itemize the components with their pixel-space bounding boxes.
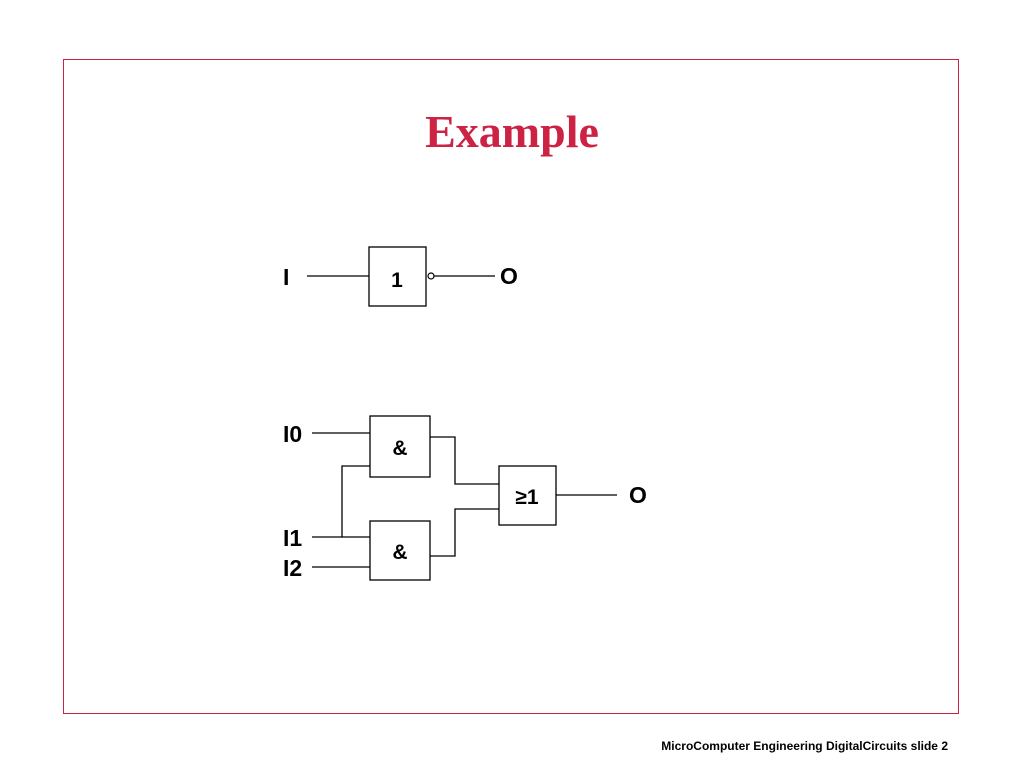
input-label-i1: I1 — [283, 525, 302, 551]
and-or-diagram: I0 I1 I2 & & ≥1 O — [283, 415, 647, 581]
slide-frame — [63, 59, 959, 714]
not-gate-box — [368, 246, 427, 307]
slide-title: Example — [425, 106, 599, 157]
not-gate-diagram: I 1 O — [283, 246, 518, 307]
inversion-bubble — [427, 272, 435, 280]
wire-i1 — [312, 465, 370, 538]
not-input-label: I — [283, 264, 289, 290]
wire-and1-to-or — [430, 436, 499, 485]
and-gate-top-symbol: & — [392, 437, 407, 460]
wire-and2-to-or — [430, 508, 499, 557]
and-gate-bottom — [369, 520, 431, 581]
or-output-label: O — [629, 482, 647, 508]
and-gate-top — [369, 415, 431, 478]
not-gate-symbol: 1 — [391, 269, 403, 292]
or-gate — [498, 465, 557, 526]
and-gate-bottom-symbol: & — [392, 541, 407, 564]
input-label-i2: I2 — [283, 555, 302, 581]
slide-footer: MicroComputer Engineering DigitalCircuit… — [661, 739, 948, 753]
not-output-label: O — [500, 263, 518, 289]
or-gate-symbol: ≥1 — [515, 486, 539, 509]
input-label-i0: I0 — [283, 421, 302, 447]
